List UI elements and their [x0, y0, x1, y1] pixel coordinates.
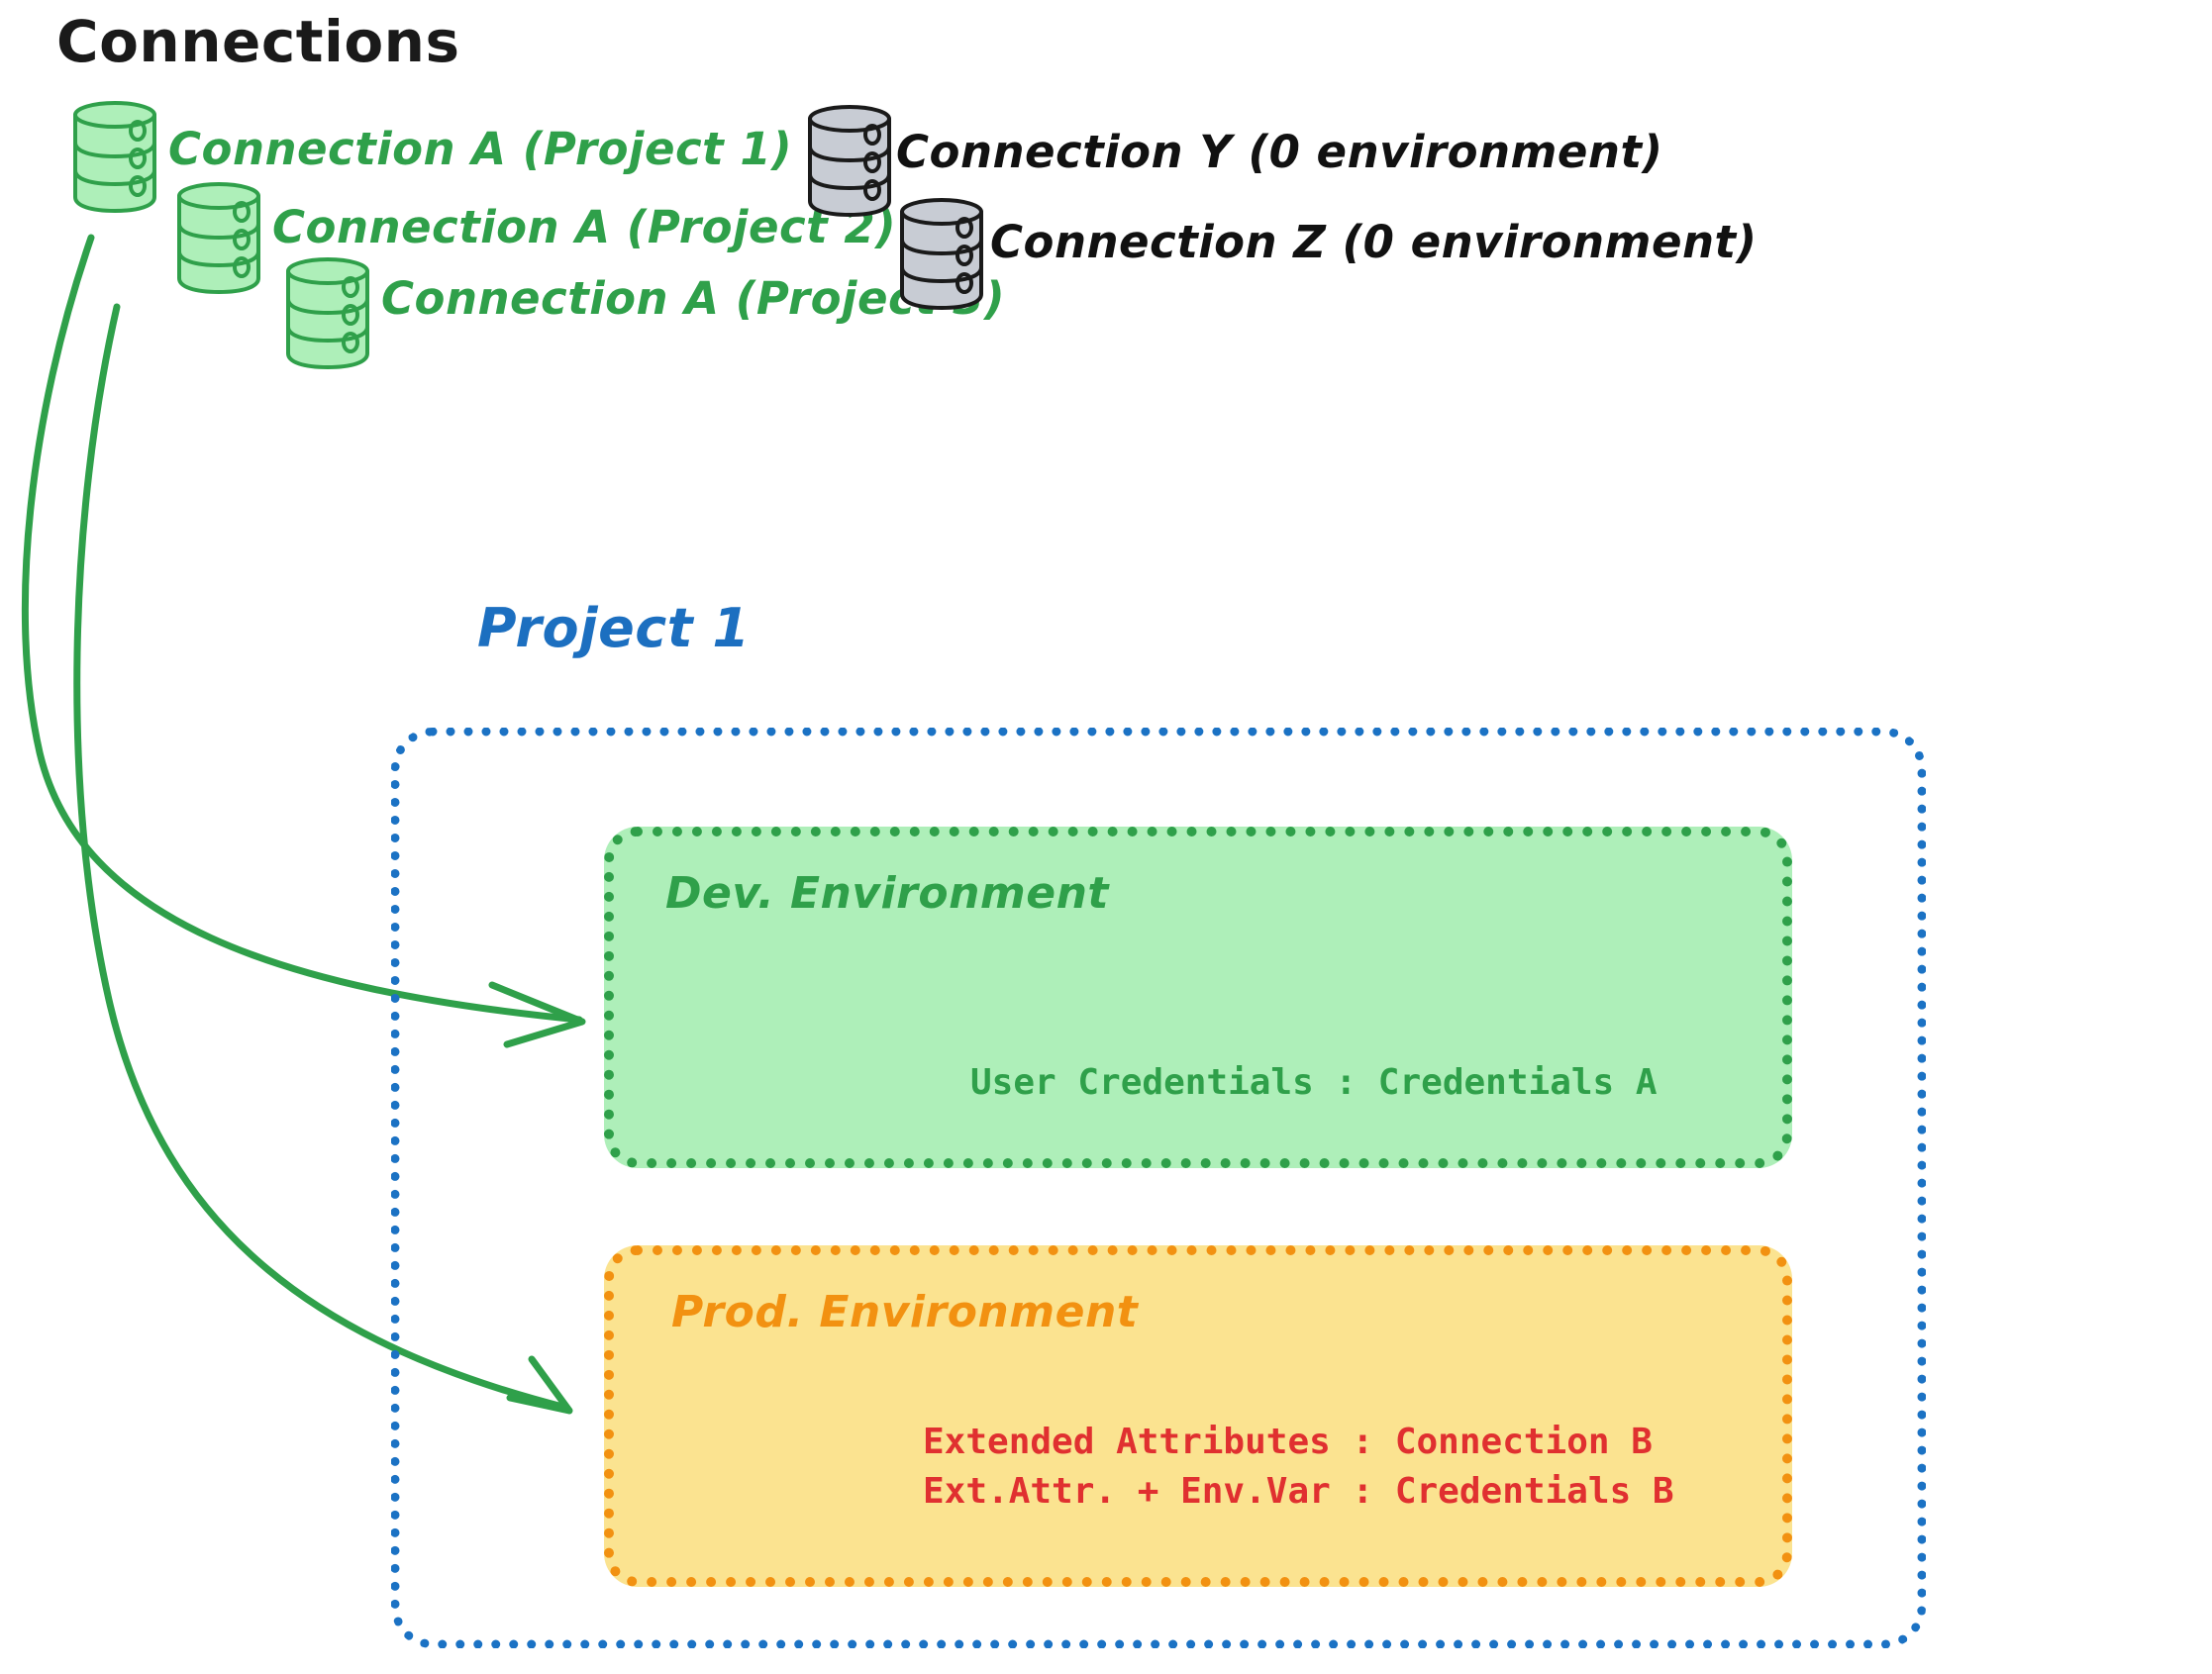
dev-environment-row-0: User Credentials : Credentials A	[970, 1062, 1658, 1103]
database-icon-connection-a-project-1	[69, 99, 160, 213]
dev-environment-box: Dev. Environment User Credentials : Cred…	[604, 827, 1792, 1168]
prod-environment-box: Prod. Environment Extended Attributes : …	[604, 1245, 1792, 1587]
dev-environment-title: Dev. Environment	[665, 868, 1109, 919]
database-icon-connection-a-project-3	[282, 255, 373, 369]
connection-label-a-project-2: Connection A (Project 2)	[272, 201, 897, 253]
database-icon-connection-z	[896, 196, 987, 310]
connection-label-z: Connection Z (0 environment)	[990, 216, 1758, 268]
connection-label-a-project-1: Connection A (Project 1)	[168, 123, 793, 175]
connection-label-y: Connection Y (0 environment)	[896, 126, 1663, 178]
prod-environment-row-1: Ext.Attr. + Env.Var : Credentials B	[923, 1471, 1674, 1512]
project-label: Project 1	[477, 597, 751, 659]
page-title: Connections	[56, 8, 460, 75]
prod-environment-title: Prod. Environment	[671, 1287, 1139, 1337]
project-container	[391, 728, 1926, 1648]
prod-environment-row-0: Extended Attributes : Connection B	[923, 1422, 1653, 1462]
database-icon-connection-y	[804, 103, 895, 217]
database-icon-connection-a-project-2	[173, 180, 264, 294]
